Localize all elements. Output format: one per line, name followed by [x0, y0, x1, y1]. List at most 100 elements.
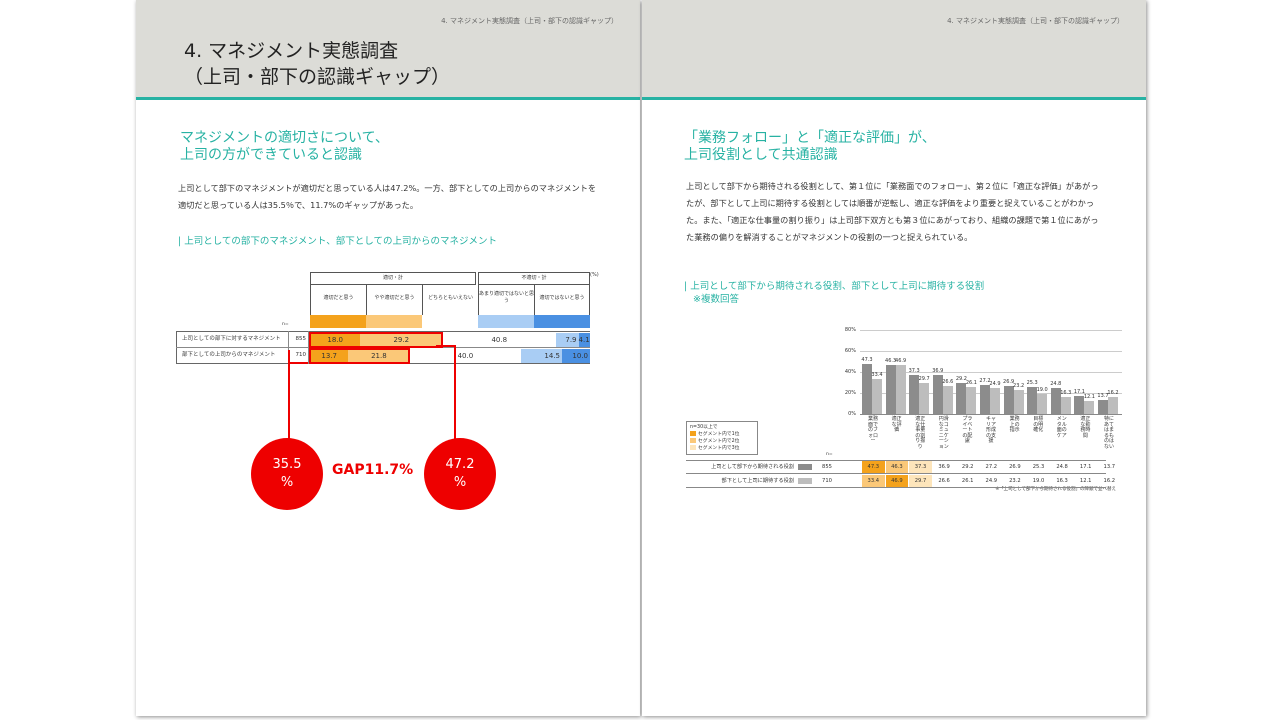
table-cell: 37.3 — [909, 461, 932, 473]
bar — [1084, 401, 1095, 414]
section-title: 「業務フォロー」と「適正な評価」が、 上司役割として共通認識 — [684, 130, 936, 163]
table-cell: 46.3 — [885, 461, 909, 473]
row-label: 上司としての部下に対するマネジメント — [182, 336, 281, 342]
header-accent-line — [136, 97, 640, 100]
stacked-bar-chart: 適切・計 不適切・計 (%) 適切だと思う やや適切だと思う どちらともいえない… — [176, 272, 599, 372]
chart-legend: n=30以上で セグメント内で1位 セグメント内で2位 セグメント内で3位 — [686, 421, 758, 455]
legend-item: セグメント内で1位 — [690, 431, 754, 438]
table-cell: 13.7 — [1103, 464, 1116, 470]
bar — [1098, 399, 1108, 414]
row-n: 710 — [295, 352, 307, 358]
bar-data-label: 24.9 — [989, 380, 1001, 387]
table-cell: 26.9 — [1009, 464, 1021, 470]
category-label: 業務上の指示 — [1009, 416, 1020, 433]
bar-segment: 10.0 — [562, 349, 590, 363]
table-cell: 16.3 — [1056, 478, 1068, 484]
gap-highlight-box — [309, 348, 411, 364]
bar-data-label: 24.8 — [1050, 380, 1062, 387]
y-tick-label: 0% — [848, 411, 856, 417]
header-band — [642, 0, 1146, 97]
category-label: キャリア形成の支援 — [986, 416, 997, 444]
bar — [862, 364, 872, 414]
gap-connector-line — [288, 362, 308, 364]
bar-data-label: 17.1 — [1073, 389, 1085, 396]
bar — [1003, 385, 1014, 414]
category-label: 業務面でのフォロー — [868, 416, 879, 444]
table-cell: 24.9 — [985, 478, 998, 484]
row-n: 855 — [295, 336, 307, 342]
gap-circle-subordinate: 35.5 % — [251, 438, 323, 510]
legend-header: 適切だと思う — [310, 285, 366, 315]
row-label: 部下としての上司からのマネジメント — [182, 352, 276, 358]
category-label: メンタル面のケア — [1056, 416, 1067, 439]
bar-data-label: 26.9 — [1003, 378, 1015, 385]
grouped-bar-chart: n=30以上で セグメント内で1位 セグメント内で2位 セグメント内で3位 n=… — [686, 326, 1122, 496]
bar-data-label: 16.3 — [1060, 389, 1072, 396]
group-header-inappropriate: 不適切・計 — [478, 272, 590, 285]
bar-data-label: 16.2 — [1107, 389, 1119, 396]
bar — [1074, 396, 1085, 414]
table-cell: 23.2 — [1009, 478, 1021, 484]
bar-data-label: 27.2 — [979, 378, 991, 385]
table-cell: 16.2 — [1103, 478, 1116, 484]
bar-data-label: 12.1 — [1083, 394, 1095, 401]
col-divider — [308, 331, 309, 364]
category-label: 適正な評価 — [891, 416, 902, 433]
legend-swatch — [690, 438, 696, 443]
gap-unit: % — [453, 475, 467, 490]
legend-swatch — [690, 445, 696, 450]
unit-label: (%) — [590, 272, 599, 278]
bar-segment: 4.1 — [578, 333, 590, 347]
category-label: 円滑なコミュニケーション — [938, 416, 949, 450]
legend-header: あまり適切ではないと思う — [478, 285, 534, 315]
gridline — [860, 330, 1122, 331]
table-cell: 24.8 — [1056, 464, 1068, 470]
gap-label: GAP11.7% — [332, 462, 414, 478]
table-row — [686, 474, 1106, 488]
bar-data-label: 23.2 — [1013, 382, 1025, 389]
bar-segment: 18.0 — [310, 333, 361, 347]
bar — [942, 386, 953, 414]
bar-data-label: 36.9 — [932, 368, 944, 375]
legend-swatch — [478, 315, 534, 328]
series-swatch — [798, 478, 812, 484]
table-cell: 46.9 — [885, 475, 909, 487]
gridline — [860, 351, 1122, 352]
table-cell: 26.6 — [938, 478, 950, 484]
table-cell: 27.2 — [985, 464, 998, 470]
chart-caption: | 上司としての部下のマネジメント、部下としての上司からのマネジメント — [178, 236, 497, 247]
bar — [990, 387, 1000, 414]
bar — [919, 382, 930, 414]
col-divider — [288, 331, 289, 364]
header-band — [136, 0, 640, 97]
bar-data-label: 25.3 — [1026, 380, 1038, 387]
bar-data-label: 46.9 — [895, 357, 907, 364]
body-text: 上司として部下から期待される役割として、第１位に「業務面でのフォロー」、第２位に… — [686, 181, 1099, 242]
legend-text: セグメント内で3位 — [698, 446, 740, 451]
table-cell: 25.3 — [1032, 464, 1045, 470]
table-n: 710 — [822, 478, 832, 484]
bar — [1027, 387, 1038, 414]
n-header: n= — [826, 452, 833, 457]
bar-segment: 14.5 — [521, 349, 562, 363]
y-tick-label: 40% — [844, 369, 856, 375]
category-label: 適正な仕事量の割り振り — [915, 416, 926, 450]
table-cell: 29.2 — [961, 464, 974, 470]
page-title: 4. マネジメント実態調査 （上司・部下の認識ギャップ） — [184, 40, 451, 88]
legend-swatch — [310, 315, 366, 328]
gap-connector-line — [436, 345, 456, 347]
bar — [872, 378, 882, 414]
group-header-appropriate: 適切・計 — [310, 272, 476, 285]
bar-segment: 13.7 — [310, 349, 349, 363]
body-text: 上司として部下のマネジメントが適切だと思っている人は47.2%。一方、部下として… — [178, 183, 597, 210]
y-tick-label: 20% — [844, 390, 856, 396]
bar-data-label: 26.1 — [965, 379, 977, 386]
category-label: 適正な勤務時間 — [1080, 416, 1091, 439]
legend-text: セグメント内で1位 — [698, 432, 740, 437]
chart-caption: | 上司として部下から期待される役割、部下として上司に期待する役割 ※複数回答 — [684, 281, 985, 305]
gap-circle-boss: 47.2 % — [424, 438, 496, 510]
bar — [980, 385, 990, 414]
bar — [1060, 396, 1071, 414]
bar — [895, 364, 906, 414]
bar-data-label: 19.0 — [1036, 387, 1048, 394]
